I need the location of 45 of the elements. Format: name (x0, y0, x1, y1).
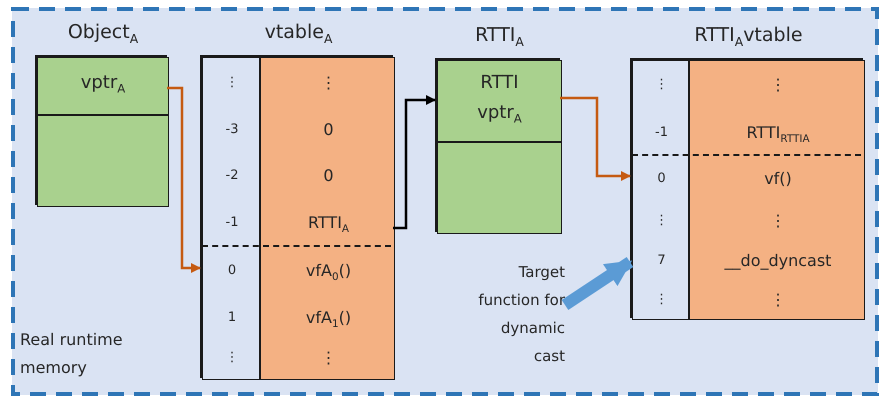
offset-number: 7 (656, 252, 667, 270)
entry-text: vfA$_{0}$() (304, 260, 352, 286)
offset-number: ⋮ (224, 74, 240, 92)
region-label: Real runtime memory (20, 329, 124, 379)
slot-text: RTTI vptr$_{A}$ (476, 71, 523, 128)
block-title: RTTI$_{A}$vtable (693, 24, 804, 49)
entry-text: 0 (322, 119, 335, 141)
offset-number: 0 (656, 170, 667, 188)
entry-text: ⋮ (769, 74, 787, 96)
offset-column (202, 57, 260, 380)
offset-number: ⋮ (654, 212, 669, 230)
block-title: RTTI$_{A}$ (474, 24, 525, 49)
entry-column (689, 60, 865, 320)
arrow (560, 96, 631, 181)
entry-text: vf() (763, 168, 793, 190)
offset-number: 1 (226, 309, 238, 327)
entry-text: 0 (322, 165, 335, 187)
offset-number: -2 (224, 167, 240, 185)
entry-text: RTTI$_{A}$ (306, 212, 350, 238)
block-title: Object$_{A}$ (66, 21, 140, 46)
memory-slot (37, 57, 169, 115)
offset-number: -3 (224, 121, 240, 139)
offset-column (632, 60, 689, 320)
arrow (167, 86, 201, 273)
offset-number: ⋮ (224, 349, 240, 367)
offset-number: ⋮ (654, 76, 669, 94)
slot-text: vptr$_{A}$ (80, 71, 126, 98)
entry-text: ⋮ (769, 210, 787, 232)
entry-text: ⋮ (769, 289, 787, 311)
offset-number: ⋮ (654, 291, 669, 309)
entry-text: vfA$_{1}$() (304, 307, 352, 332)
memory-slot (437, 142, 562, 234)
entry-text: ⋮ (320, 72, 338, 94)
offset-number: -1 (224, 214, 240, 232)
memory-slot (37, 115, 169, 207)
block-arrow (562, 257, 634, 310)
offset-number: 0 (226, 262, 238, 280)
offset-number: -1 (654, 124, 669, 142)
memory-slot (437, 60, 562, 142)
entry-text: ⋮ (320, 347, 338, 369)
annotation-text: Target function for dynamic cast (477, 262, 565, 367)
block-title: vtable$_{A}$ (264, 21, 334, 46)
entry-column (260, 57, 395, 380)
arrow (393, 95, 436, 230)
entry-text: __do_dyncast (723, 250, 832, 272)
